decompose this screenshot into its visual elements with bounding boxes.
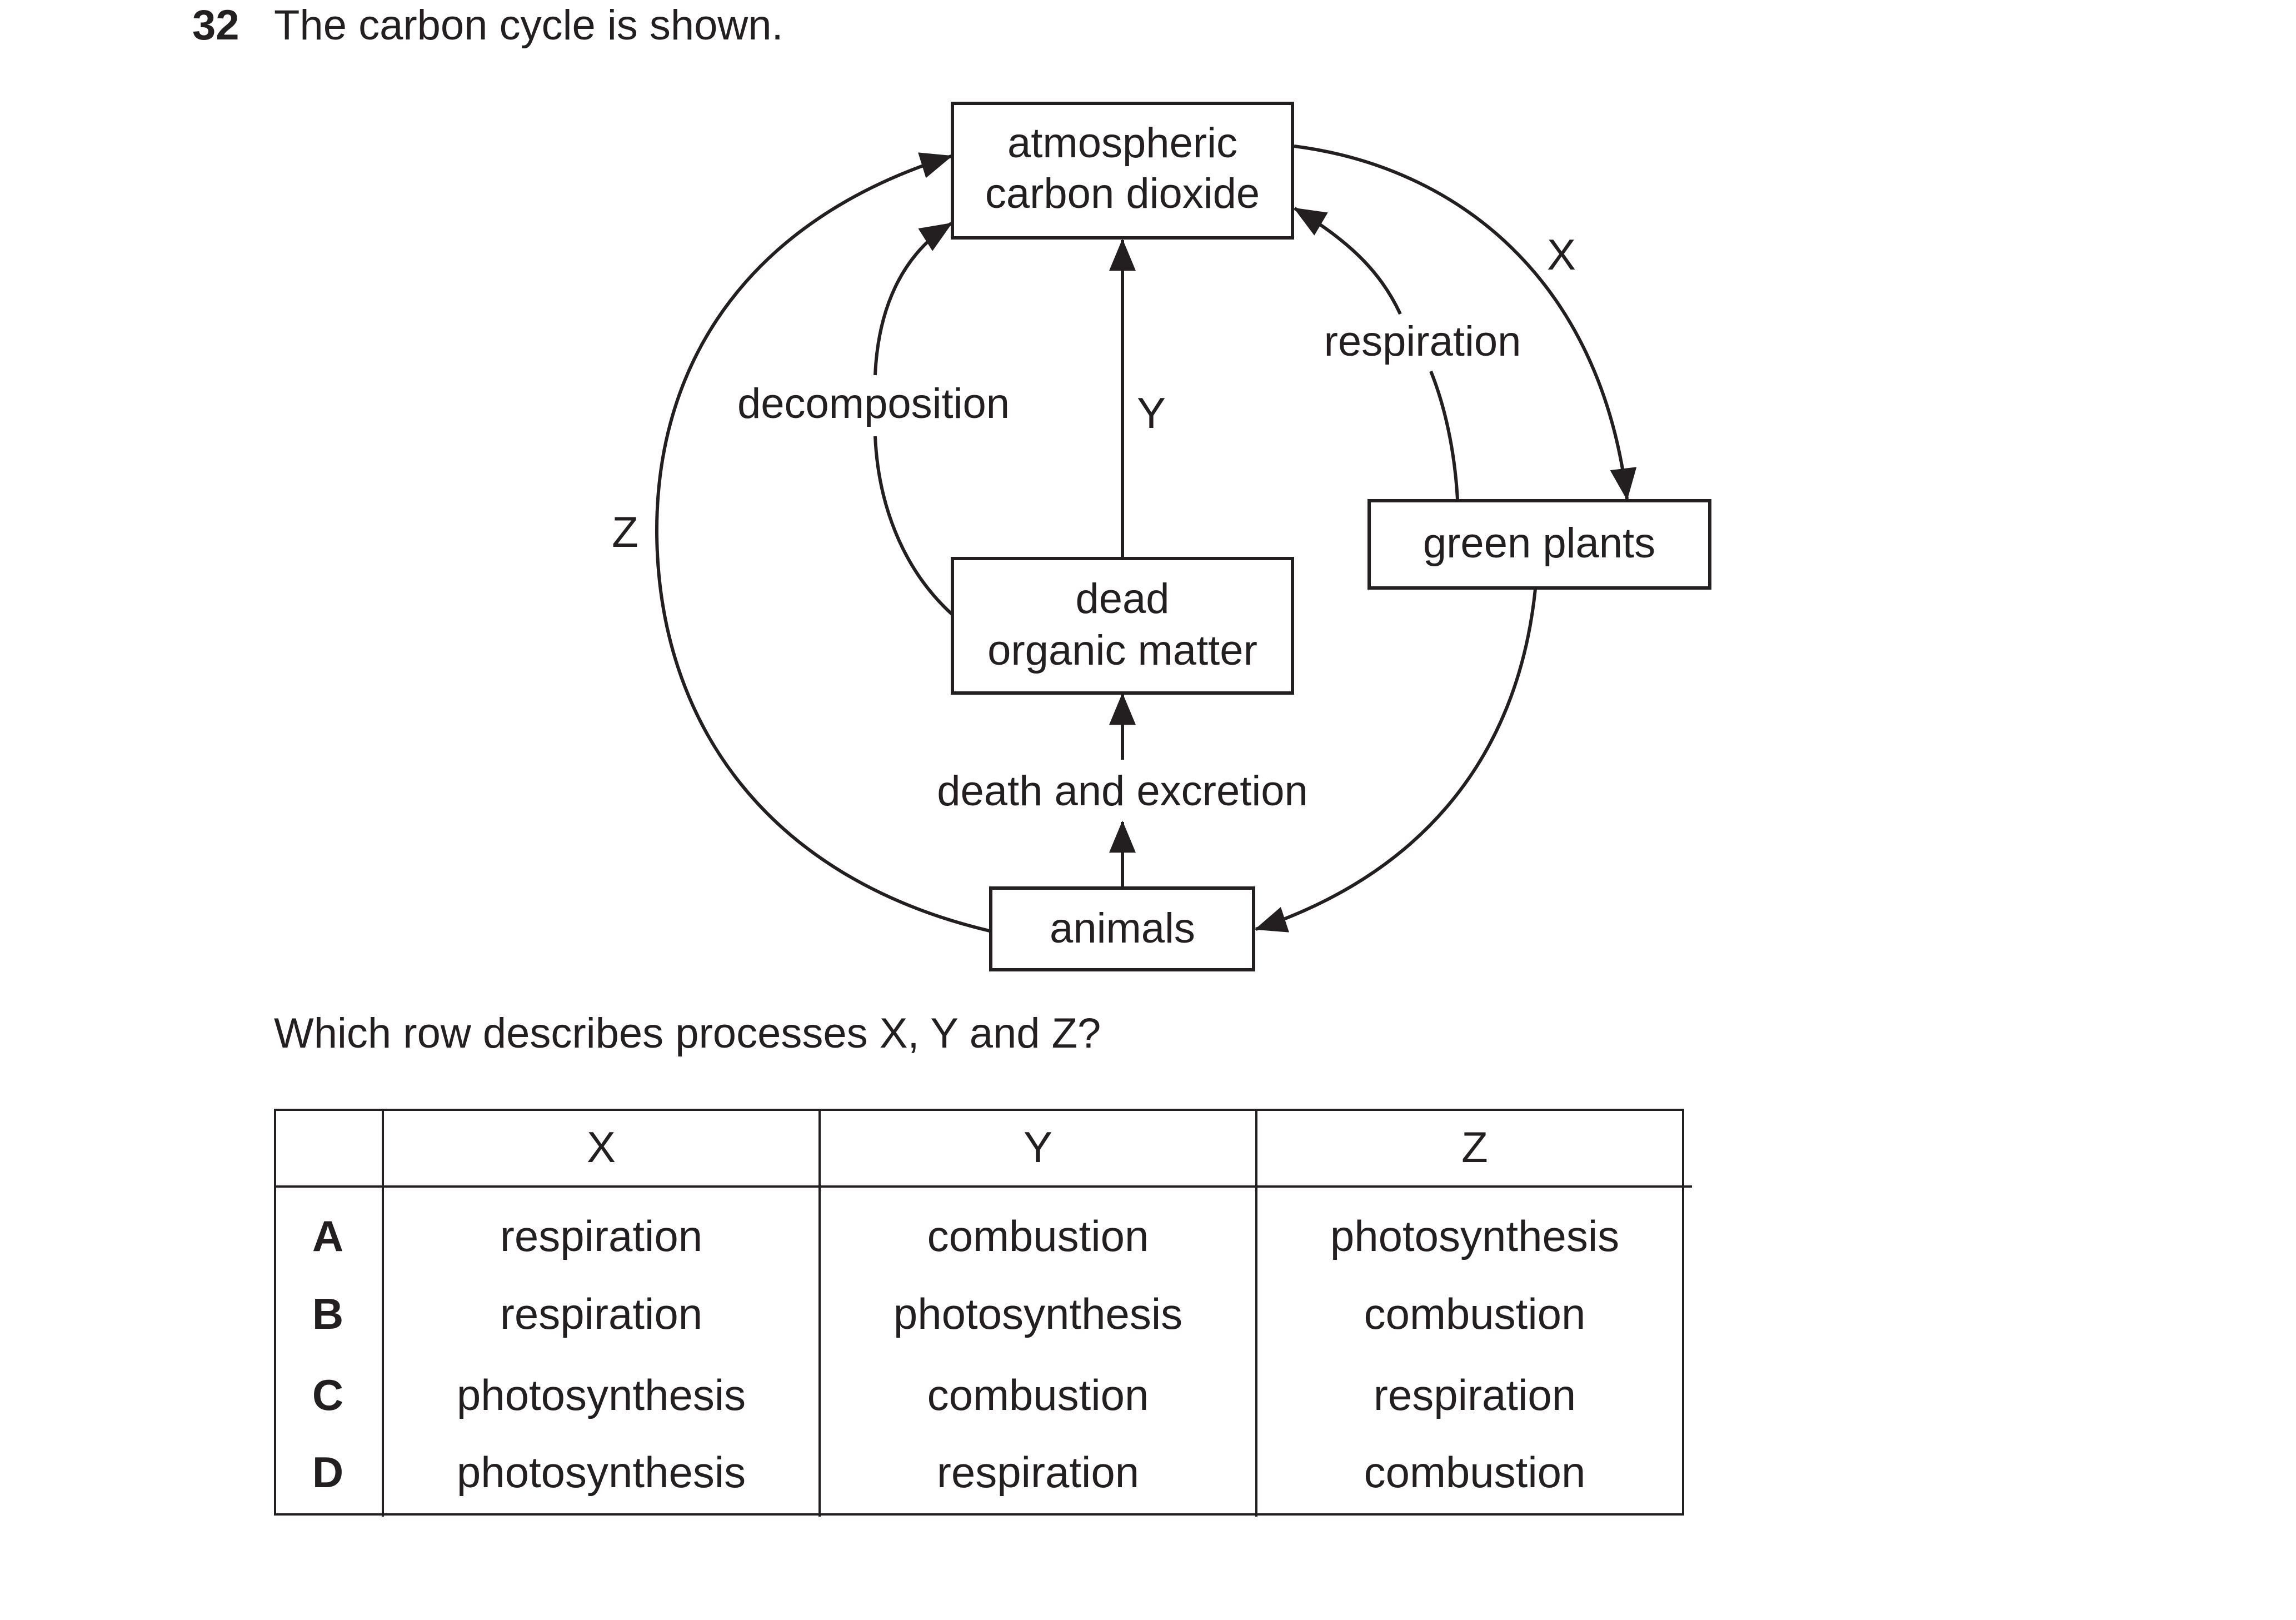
header-z: Z xyxy=(1255,1109,1692,1188)
cell-z: combustion xyxy=(1255,1435,1692,1517)
dead-label-line1: dead xyxy=(1075,575,1169,622)
atmospheric-label-line2: carbon dioxide xyxy=(985,170,1260,217)
table-row: C photosynthesis combustion respiration xyxy=(274,1354,1692,1435)
arrow-plant-respiration-upper xyxy=(1293,207,1402,315)
label-y: Y xyxy=(1137,388,1166,437)
option-key: B xyxy=(312,1289,344,1338)
cell-x: photosynthesis xyxy=(382,1435,820,1517)
cell-x: respiration xyxy=(382,1187,820,1273)
cell-x: photosynthesis xyxy=(382,1354,820,1435)
label-respiration: respiration xyxy=(1324,318,1521,365)
label-x: X xyxy=(1547,230,1576,279)
answer-table: X Y Z A respiration combustion photosynt… xyxy=(274,1109,1692,1517)
dead-label-line2: organic matter xyxy=(987,627,1257,674)
option-key: A xyxy=(312,1211,344,1260)
atmospheric-label-line1: atmospheric xyxy=(1007,119,1237,167)
arrow-decomposition-upper xyxy=(874,222,953,376)
cell-y: photosynthesis xyxy=(818,1273,1256,1354)
table-row: A respiration combustion photosynthesis xyxy=(274,1187,1692,1273)
option-key: C xyxy=(312,1370,344,1419)
header-key xyxy=(274,1109,383,1188)
label-z: Z xyxy=(612,507,638,556)
table-header-row: X Y Z xyxy=(274,1109,1692,1188)
arrow-x xyxy=(1294,144,1637,501)
table-row: B respiration photosynthesis combustion xyxy=(274,1273,1692,1354)
question-number: 32 xyxy=(192,2,239,49)
cell-y: combustion xyxy=(818,1354,1256,1435)
green-plants-label: green plants xyxy=(1423,520,1655,567)
question-prompt: Which row describes processes X, Y and Z… xyxy=(274,1010,1101,1057)
table-row: D photosynthesis respiration combustion xyxy=(274,1435,1692,1517)
cell-z: photosynthesis xyxy=(1255,1187,1692,1273)
arrow-plants-to-animals xyxy=(1254,589,1537,933)
carbon-cycle-diagram: atmospheric carbon dioxide green plants … xyxy=(612,102,1711,971)
cell-y: respiration xyxy=(818,1435,1256,1517)
arrow-decomposition-lower xyxy=(874,436,954,616)
question-text: The carbon cycle is shown. xyxy=(274,2,783,49)
green-plants-box xyxy=(1367,499,1711,590)
cell-y: combustion xyxy=(818,1187,1256,1273)
cell-z: respiration xyxy=(1255,1354,1692,1435)
label-decomposition: decomposition xyxy=(737,380,1010,427)
cell-x: respiration xyxy=(382,1273,820,1354)
header-x: X xyxy=(382,1109,820,1188)
label-death-excretion: death and excretion xyxy=(937,767,1308,815)
option-key: D xyxy=(312,1447,344,1497)
cell-z: combustion xyxy=(1255,1273,1692,1354)
arrow-z xyxy=(655,152,990,933)
animals-label: animals xyxy=(1050,905,1195,952)
arrow-plant-respiration-lower xyxy=(1429,370,1459,500)
animals-box xyxy=(989,886,1255,971)
header-y: Y xyxy=(818,1109,1256,1188)
